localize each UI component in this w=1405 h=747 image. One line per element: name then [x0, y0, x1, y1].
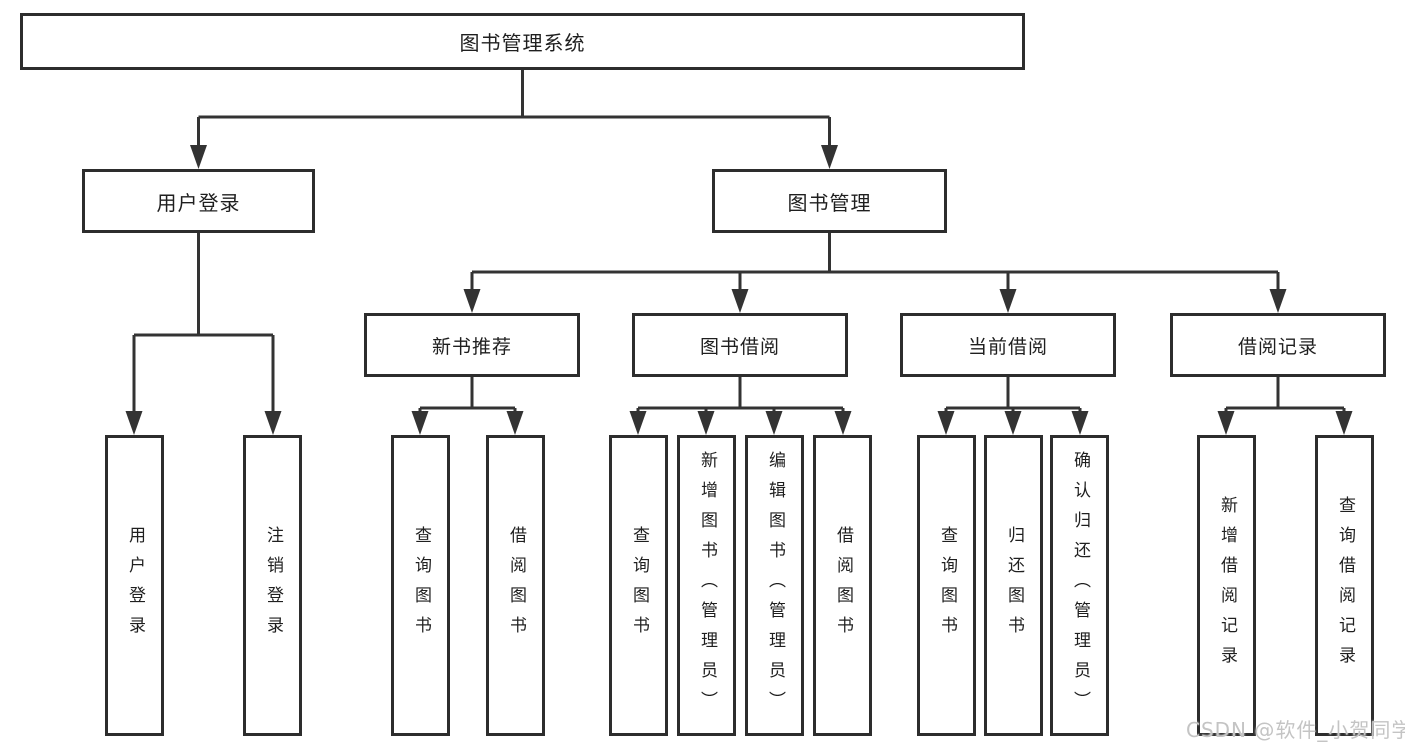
- node-query-books-recommend: 查询图书: [391, 435, 450, 736]
- node-label: 当前借阅: [967, 335, 1048, 358]
- arrow-down-icon: [731, 289, 749, 313]
- node-label: 确认归还（管理员）: [1070, 450, 1090, 721]
- node-user-login-action: 用户登录: [105, 435, 164, 736]
- arrow-down-icon: [1269, 289, 1287, 313]
- node-label: 借阅图书: [833, 525, 853, 646]
- arrow-down-icon: [834, 411, 852, 435]
- node-label: 图书管理: [787, 190, 872, 215]
- arrow-down-icon: [999, 289, 1017, 313]
- node-query-books-borrowing: 查询图书: [609, 435, 668, 736]
- arrow-down-icon: [821, 145, 838, 169]
- arrow-down-icon: [411, 411, 429, 435]
- connector-new-book-recommend-to-children: [411, 377, 524, 435]
- connector-root-to-level2: [190, 70, 838, 169]
- node-label: 借阅图书: [506, 525, 526, 646]
- node-label: 新增图书（管理员）: [697, 450, 717, 721]
- node-system-root: 图书管理系统: [20, 13, 1025, 70]
- node-label: 查询图书: [411, 525, 431, 646]
- node-borrow-records: 借阅记录: [1170, 313, 1386, 377]
- arrow-down-icon: [125, 411, 143, 435]
- node-label: 查询图书: [937, 525, 957, 646]
- arrow-down-icon: [1004, 411, 1022, 435]
- node-borrow-books-recommend: 借阅图书: [486, 435, 545, 736]
- node-label: 编辑图书（管理员）: [765, 450, 785, 721]
- node-confirm-return-admin: 确认归还（管理员）: [1050, 435, 1109, 736]
- arrow-down-icon: [629, 411, 647, 435]
- csdn-watermark: CSDN @软件_小贺同学: [1186, 718, 1405, 742]
- arrow-down-icon: [1071, 411, 1089, 435]
- connector-user-login-to-children: [125, 233, 282, 435]
- node-current-borrowing: 当前借阅: [900, 313, 1116, 377]
- node-new-book-recommend: 新书推荐: [364, 313, 580, 377]
- node-edit-books-admin: 编辑图书（管理员）: [745, 435, 804, 736]
- arrow-down-icon: [697, 411, 715, 435]
- node-query-borrow-record: 查询借阅记录: [1315, 435, 1374, 736]
- node-label: 图书借阅: [699, 335, 780, 358]
- node-label: 用户登录: [125, 525, 145, 646]
- arrow-down-icon: [937, 411, 955, 435]
- connector-current-borrowing-to-children: [937, 377, 1089, 435]
- connector-book-borrowing-to-children: [629, 377, 852, 435]
- arrow-down-icon: [765, 411, 783, 435]
- node-label: 查询借阅记录: [1335, 495, 1355, 676]
- node-user-login: 用户登录: [82, 169, 315, 233]
- node-label: 新书推荐: [431, 335, 512, 358]
- arrow-down-icon: [190, 145, 207, 169]
- arrow-down-icon: [463, 289, 481, 313]
- node-borrow-books-borrowing: 借阅图书: [813, 435, 872, 736]
- node-label: 归还图书: [1004, 525, 1024, 646]
- node-label: 查询图书: [629, 525, 649, 646]
- connector-book-management-to-level3: [463, 233, 1287, 313]
- node-query-books-current: 查询图书: [917, 435, 976, 736]
- node-label: 注销登录: [263, 525, 283, 646]
- node-label: 用户登录: [156, 190, 241, 215]
- arrow-down-icon: [506, 411, 524, 435]
- node-book-management: 图书管理: [712, 169, 947, 233]
- node-return-books: 归还图书: [984, 435, 1043, 736]
- arrow-down-icon: [1217, 411, 1235, 435]
- node-add-books-admin: 新增图书（管理员）: [677, 435, 736, 736]
- arrow-down-icon: [1335, 411, 1353, 435]
- node-label: 图书管理系统: [459, 31, 586, 55]
- arrow-down-icon: [264, 411, 282, 435]
- node-logout-action: 注销登录: [243, 435, 302, 736]
- node-label: 新增借阅记录: [1217, 495, 1237, 676]
- node-add-borrow-record: 新增借阅记录: [1197, 435, 1256, 736]
- node-label: 借阅记录: [1237, 335, 1318, 358]
- node-book-borrowing: 图书借阅: [632, 313, 848, 377]
- connector-borrow-records-to-children: [1217, 377, 1353, 435]
